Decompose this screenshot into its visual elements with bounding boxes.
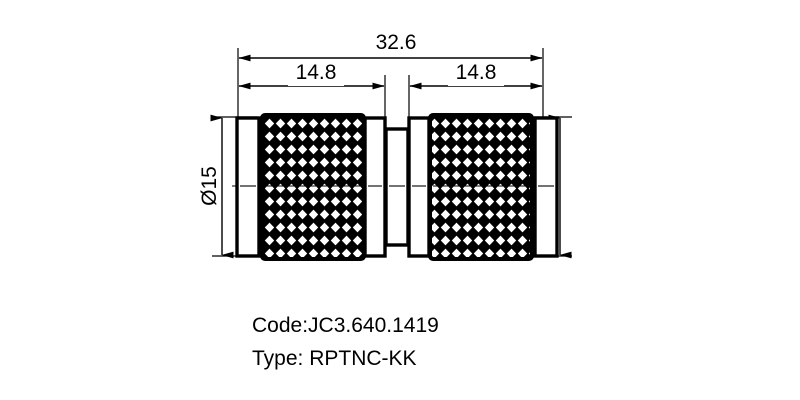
left-end-cap — [235, 116, 261, 258]
right-knurled-barrel — [428, 113, 534, 261]
caption-code-line: Code:JC3.640.1419 — [252, 314, 439, 337]
caption-type-line: Type: RPTNC-KK — [252, 347, 417, 370]
label-mask-left-dia — [197, 152, 221, 220]
right-shoulder — [407, 116, 431, 258]
label-mask-left-half — [288, 62, 344, 86]
vertical-dimension-lines — [210, 114, 572, 259]
part-left-half — [235, 113, 387, 261]
caption-block: Code:JC3.640.1419 Type: RPTNC-KK — [252, 314, 439, 370]
right-end-cap — [533, 116, 559, 258]
horizontal-dimension-labels: 32.6 14.8 14.8 — [288, 30, 504, 86]
left-knurled-barrel — [260, 113, 366, 261]
left-shoulder — [363, 116, 387, 258]
dimension-label-overall-length: 32.6 — [376, 31, 417, 54]
center-waist — [384, 127, 410, 247]
dimension-label-right-half: 14.8 — [456, 61, 497, 84]
dimension-label-left-half: 14.8 — [296, 61, 337, 84]
center-waist-body — [384, 127, 410, 247]
dimension-label-left-diameter: Ø15 — [198, 166, 221, 206]
part-right-half — [407, 113, 559, 261]
label-mask-right-half — [448, 62, 504, 86]
label-mask-overall — [368, 30, 424, 54]
